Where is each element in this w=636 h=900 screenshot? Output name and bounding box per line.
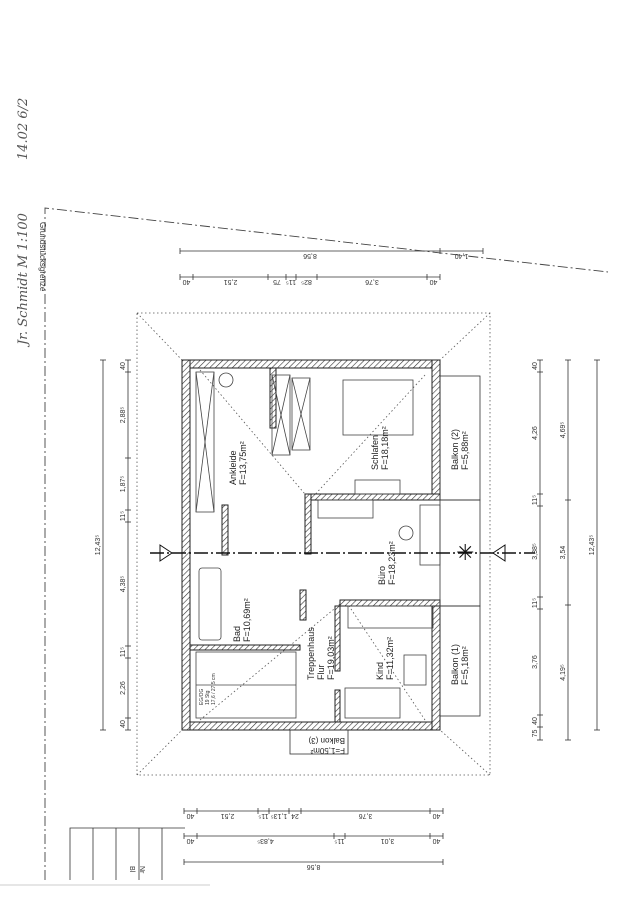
dim-left-segments-label: 1,87⁵ (120, 476, 127, 493)
room-area: F=1,50m² (310, 746, 345, 755)
room-treppenhaus: Treppenhaus Flur F=19,03m² (306, 627, 336, 680)
room-area: F=19,03m² (326, 636, 336, 680)
room-schlafen: Schlafen F=18,18m² (370, 426, 390, 470)
room-balkon-2: Balkon (2) F=5,88m² (450, 429, 470, 470)
room-area: F=10,69m² (242, 598, 252, 642)
stair-note-3: 17,6 / 27,5 cm (211, 673, 217, 705)
room-balkon-3: Balkon (3) F=1,50m² (308, 736, 345, 755)
dim-right-segments-label: 3,76 (532, 655, 539, 669)
dim-left-segments-label: 11⁵ (120, 647, 127, 657)
property-line (44, 207, 609, 880)
dim-bottom-middle-label: 4,83⁵ (257, 837, 274, 844)
dim-right-segments-label: 40 (532, 362, 539, 370)
dim-bottom-segments-label: 40 (433, 812, 441, 819)
dim-top-segments-label: 11⁵ (286, 278, 296, 285)
dim-left-segments-label: 2,88⁵ (120, 407, 127, 424)
dim-left-segments-label: 40 (120, 720, 127, 728)
dim-top-overall-label: 1,40 (455, 252, 469, 259)
stair-note: EG/OG 19 Stg 17,6 / 27,5 cm (199, 673, 217, 705)
dim-right-middle-label: 4,19⁵ (560, 664, 567, 681)
room-area: F=5,88m² (460, 431, 470, 470)
stairs (195, 651, 297, 719)
dim-top-segments-label: 75 (273, 278, 281, 285)
room-name: Schlafen (370, 435, 380, 470)
room-kind: Kind F=11,32m² (375, 637, 395, 680)
dim-bottom-overall-label: 8,56 (307, 863, 321, 870)
dim-bottom-middle-label: 40 (433, 837, 441, 844)
roof-outline (136, 312, 491, 776)
room-area: F=11,32m² (385, 637, 395, 680)
title-block-label-1: Bl (128, 866, 135, 873)
room-area: F=18,18m² (380, 426, 390, 470)
property-line-label: Grundstücksgrenze (38, 222, 47, 292)
room-name: Kind (375, 662, 385, 680)
dim-top-segments-label: 40 (183, 278, 191, 285)
dim-top-segments-label: 40 (430, 278, 438, 285)
dim-bottom-middle-label: 40 (187, 837, 195, 844)
room-name: Treppenhaus (306, 627, 316, 680)
room-name: Balkon (1) (450, 644, 460, 685)
dim-right-segments-label: 4,26 (532, 426, 539, 440)
dim-top-overall-label: 8,56 (303, 252, 317, 259)
dim-bottom-segments-label: 24 (291, 812, 299, 819)
room-bad: Bad F=10,69m² (232, 598, 252, 642)
dim-bottom-segments-label: 1,13⁵ (271, 812, 288, 819)
room-name: Bad (232, 626, 242, 642)
handwritten-date: 14.02 6/2 (16, 98, 31, 160)
room-area: F=13,75m² (238, 441, 248, 485)
dim-right-segments-label: 3,38⁵ (532, 543, 539, 560)
dim-left-overall-label: 12,43⁵ (95, 535, 102, 556)
dim-bottom-segments-label: 11⁵ (258, 812, 268, 819)
dim-bottom-middle-label: 11⁵ (334, 837, 344, 844)
dim-bottom-segments-label: 2,51 (221, 812, 235, 819)
dim-right-segments-label: 40 (532, 717, 539, 725)
handwritten-name: Jr. Schmidt M 1:100 (16, 213, 31, 348)
dim-bottom-segments-label: 40 (187, 812, 195, 819)
dim-top-segments-label: 2,51 (224, 278, 238, 285)
dim-right-segments-label: 11⁵ (532, 495, 539, 505)
dim-bottom-segments-label: 3,76 (359, 812, 373, 819)
room-area: F=18,23m² (387, 541, 397, 585)
room-name: Balkon (2) (450, 429, 460, 470)
dim-right-segments-label: 75 (532, 730, 539, 738)
room-name: Ankleide (228, 450, 238, 485)
room-name: Büro (377, 566, 387, 585)
dim-left-segments-label: 11⁵ (120, 511, 127, 521)
room-ankleide: Ankleide F=13,75m² (228, 441, 248, 485)
room-balkon-1: Balkon (1) F=5,18m² (450, 644, 470, 685)
dim-top-segments-label: 82⁵ (301, 278, 312, 285)
title-block-label-2: Nr (138, 866, 145, 874)
title-block: Bl Nr (0, 827, 210, 886)
room-buero: Büro F=18,23m² (377, 541, 397, 585)
dim-bottom-middle-label: 3,01 (381, 837, 395, 844)
stair-note-2: 19 Stg (205, 690, 211, 705)
room-name-2: Flur (316, 664, 326, 680)
furniture: ✳ (195, 371, 474, 719)
dim-right-segments-label: 11⁵ (532, 598, 539, 608)
dim-left-segments-label: 2,26 (120, 681, 127, 695)
walls (181, 359, 441, 731)
dim-right-overall-label: 12,43⁵ (589, 535, 596, 556)
section-axis (150, 544, 535, 562)
dim-top-segments-label: 3,76 (365, 278, 379, 285)
dim-right-middle-label: 4,69⁵ (560, 422, 567, 439)
stair-note-1: EG/OG (199, 688, 205, 705)
room-name: Balkon (3) (308, 736, 345, 745)
dim-right-middle-label: 3,54 (560, 546, 567, 560)
room-area: F=5,18m² (460, 646, 470, 685)
dim-left-segments-label: 4,38⁵ (120, 576, 127, 593)
dim-left-segments-label: 40 (120, 362, 127, 370)
